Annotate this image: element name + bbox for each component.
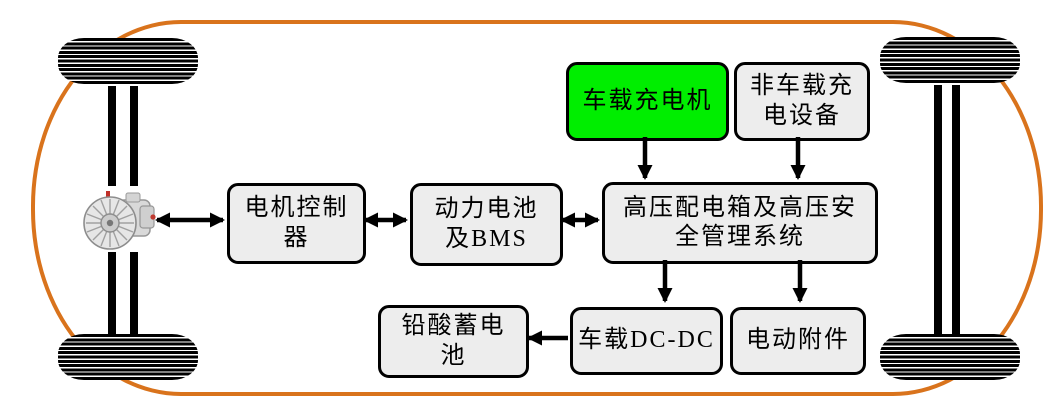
box-label: 车载充电机 bbox=[582, 87, 713, 114]
box-label: 电设备 bbox=[763, 102, 841, 129]
box-electric-accessories: 电动附件 bbox=[730, 307, 866, 375]
box-label: 非车载充 bbox=[750, 73, 854, 100]
box-label: 动力电池 bbox=[434, 196, 539, 223]
box-label: 器 bbox=[283, 224, 310, 251]
wheel-bottom-left-icon bbox=[58, 334, 198, 380]
box-offboard-charger: 非车载充 电设备 bbox=[734, 62, 870, 141]
box-battery-bms: 动力电池 及BMS bbox=[410, 183, 563, 266]
car-body-outline bbox=[31, 20, 1043, 396]
axle-shaft-right-inner bbox=[934, 85, 942, 334]
box-motor-controller: 电机控制 器 bbox=[227, 183, 366, 264]
axle-shaft-right-outer bbox=[952, 85, 960, 334]
box-label: 池 bbox=[440, 342, 467, 369]
box-lead-acid-battery: 铅酸蓄电 池 bbox=[378, 305, 529, 378]
wheel-bottom-right-icon bbox=[880, 334, 1020, 380]
box-label: 高压配电箱及高压安 bbox=[623, 194, 857, 221]
wheel-top-left-icon bbox=[58, 38, 198, 84]
box-label: 电动附件 bbox=[746, 327, 850, 354]
box-label: 铅酸蓄电 bbox=[401, 313, 506, 340]
box-label: 电机控制 bbox=[244, 195, 349, 222]
electric-motor-image bbox=[80, 186, 158, 252]
box-onboard-charger: 车载充电机 bbox=[566, 62, 729, 141]
box-label: 车载DC-DC bbox=[578, 327, 715, 354]
box-dcdc-converter: 车载DC-DC bbox=[570, 307, 723, 375]
wheel-top-right-icon bbox=[880, 37, 1020, 83]
box-label: 及BMS bbox=[445, 225, 528, 252]
box-hv-distribution: 高压配电箱及高压安 全管理系统 bbox=[602, 182, 878, 264]
box-label: 全管理系统 bbox=[675, 224, 805, 250]
